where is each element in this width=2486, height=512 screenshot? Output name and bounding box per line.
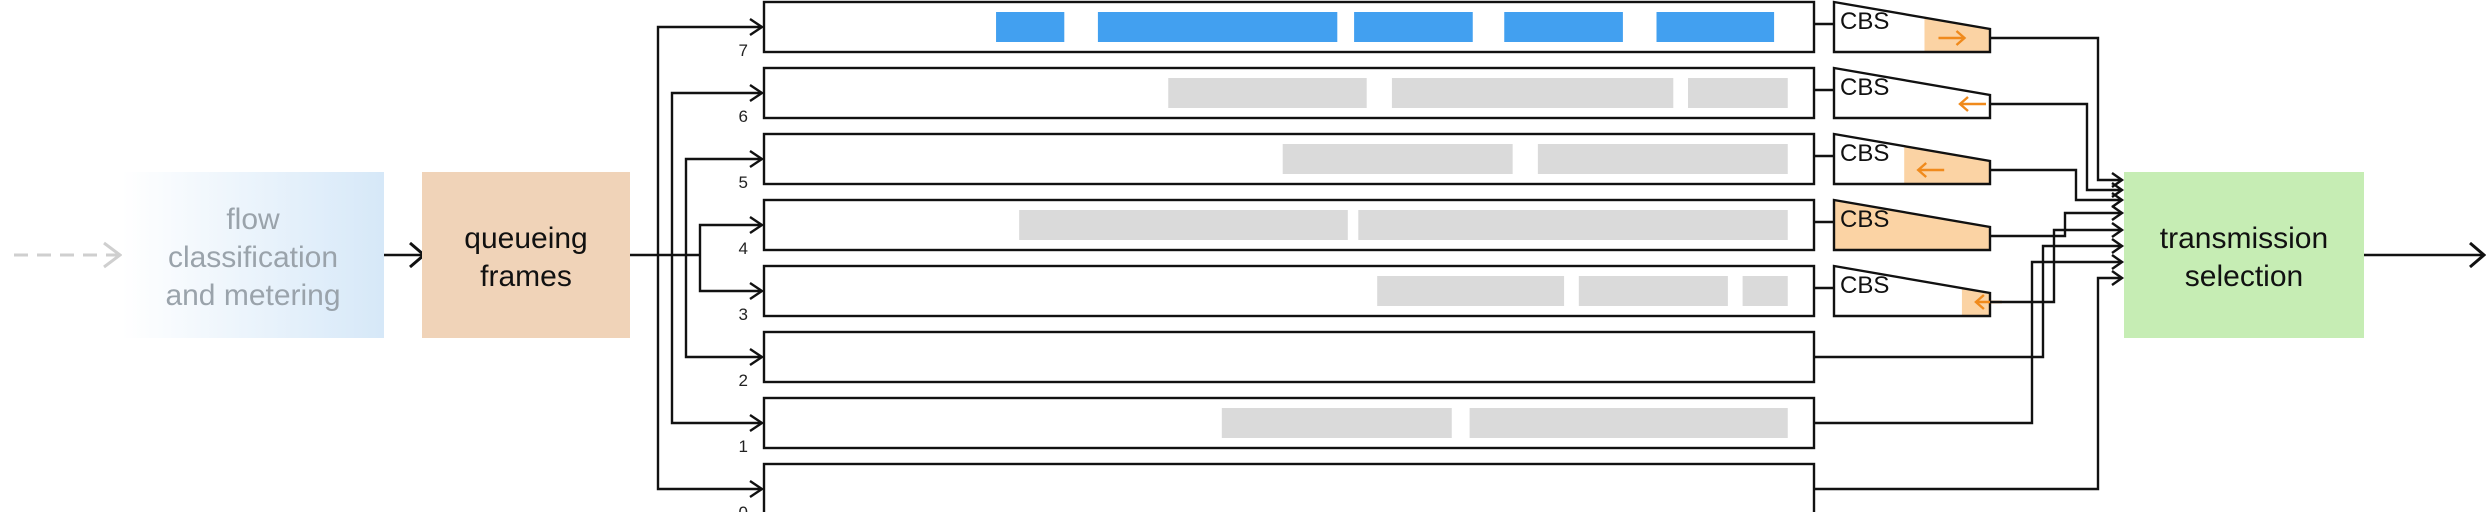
queueing-stage: queueing frames — [422, 172, 630, 338]
merge-arrowhead-queue-5 — [2111, 192, 2125, 208]
fan-arrowhead-queue-4 — [749, 216, 765, 234]
merge-arrowhead-queue-3 — [2111, 222, 2125, 238]
merge-wires — [1814, 36, 2125, 491]
merge-wire-queue-6 — [1990, 102, 2122, 192]
fan-wire-queue-7 — [656, 25, 762, 255]
queue-number-label: 4 — [739, 239, 748, 258]
cbs-label: CBS — [1840, 140, 1889, 167]
frame-q4-0 — [1019, 210, 1348, 240]
frame-q7-1 — [1097, 12, 1338, 42]
merge-wire-queue-2 — [1814, 244, 2122, 359]
incoming-arrow — [14, 241, 123, 269]
fan-arrowhead-queue-6 — [749, 84, 765, 102]
cbs-credit-arrow-6 — [1958, 96, 1986, 112]
queue-box-0 — [762, 462, 1816, 512]
frame-q7-3 — [1504, 12, 1623, 42]
merge-wire-queue-5 — [1990, 168, 2122, 202]
cbs-shaper-6 — [1832, 66, 1992, 120]
merge-wire-queue-4 — [1990, 211, 2122, 238]
fan-wire-queue-0 — [656, 255, 762, 491]
classification-label-line-3: and metering — [165, 279, 340, 312]
fan-wire-queue-5 — [684, 157, 762, 255]
queue-number-label: 3 — [739, 305, 748, 324]
classification-label-line-1: flow — [226, 203, 280, 236]
frame-q3-0 — [1377, 276, 1565, 306]
output-arrow — [2364, 241, 2486, 269]
transmission-selection-stage: transmission selection — [2124, 172, 2364, 338]
cbs-label: CBS — [1840, 8, 1889, 35]
queue-number-label: 1 — [739, 437, 748, 456]
queue-number-label: 7 — [739, 41, 748, 60]
frame-q3-1 — [1578, 276, 1728, 306]
cbs-label: CBS — [1840, 74, 1889, 101]
fan-arrowhead-queue-2 — [749, 348, 765, 366]
merge-wire-queue-1 — [1814, 260, 2122, 425]
merge-wire-queue-0 — [1814, 276, 2122, 491]
fan-wire-queue-1 — [670, 255, 762, 425]
classification-stage: flow classification and metering — [122, 172, 384, 338]
frame-q1-1 — [1469, 408, 1788, 438]
merge-wire-queue-7 — [1990, 36, 2122, 182]
queueing-label-line-1: queueing — [464, 222, 587, 255]
frame-q6-1 — [1391, 78, 1674, 108]
frame-q5-1 — [1537, 144, 1788, 174]
frame-q7-4 — [1656, 12, 1775, 42]
fan-wire-queue-3 — [698, 255, 762, 293]
classification-to-queueing-arrow — [384, 241, 427, 269]
fan-arrowhead-queue-0 — [749, 480, 765, 498]
queue-list: 7CBS6CBS5CBS4CBS3CBS210 — [739, 0, 2002, 512]
cbs-credit-arrow-7 — [1938, 30, 1967, 46]
cbs-credit-fill-4 — [1834, 200, 1990, 250]
cbs-shaper-4 — [1832, 198, 1992, 252]
queue-number-label: 6 — [739, 107, 748, 126]
classification-label-line-2: classification — [168, 241, 338, 274]
fan-out-wires — [630, 18, 765, 498]
fan-wire-queue-6 — [670, 91, 762, 255]
frame-q6-0 — [1168, 78, 1367, 108]
frame-q6-2 — [1688, 78, 1788, 108]
frame-q5-0 — [1282, 144, 1513, 174]
cbs-shaper-3 — [1832, 264, 1992, 318]
merge-arrowhead-queue-4 — [2111, 205, 2125, 221]
fan-arrowhead-queue-1 — [749, 414, 765, 432]
cbs-credit-fill-5 — [1904, 146, 1990, 184]
frame-q7-2 — [1354, 12, 1473, 42]
merge-arrowhead-queue-2 — [2111, 238, 2125, 254]
cbs-shaper-5 — [1832, 132, 1992, 186]
fan-wire-queue-4 — [698, 223, 762, 255]
queue-number-label: 2 — [739, 371, 748, 390]
cbs-label: CBS — [1840, 206, 1889, 233]
frame-q1-0 — [1221, 408, 1452, 438]
queue-number-label: 0 — [739, 503, 748, 512]
cbs-shaper-7 — [1832, 0, 1992, 54]
selection-label-line-2: selection — [2185, 260, 2303, 293]
merge-wire-queue-3 — [1990, 228, 2122, 304]
queue-box-2 — [762, 330, 1816, 384]
cbs-credit-arrow-5 — [1916, 162, 1945, 178]
queue-number-label: 5 — [739, 173, 748, 192]
queueing-label-line-2: frames — [480, 260, 572, 293]
selection-label-line-1: transmission — [2160, 222, 2328, 255]
frame-q4-1 — [1358, 210, 1788, 240]
merge-arrowhead-queue-0 — [2111, 270, 2125, 286]
merge-arrowhead-queue-1 — [2111, 254, 2125, 270]
cbs-label: CBS — [1840, 272, 1889, 299]
frame-q3-2 — [1742, 276, 1788, 306]
fan-arrowhead-queue-7 — [749, 18, 765, 36]
fan-wire-queue-2 — [684, 255, 762, 359]
fan-arrowhead-queue-5 — [749, 150, 765, 168]
fan-arrowhead-queue-3 — [749, 282, 765, 300]
frame-q7-0 — [996, 12, 1065, 42]
